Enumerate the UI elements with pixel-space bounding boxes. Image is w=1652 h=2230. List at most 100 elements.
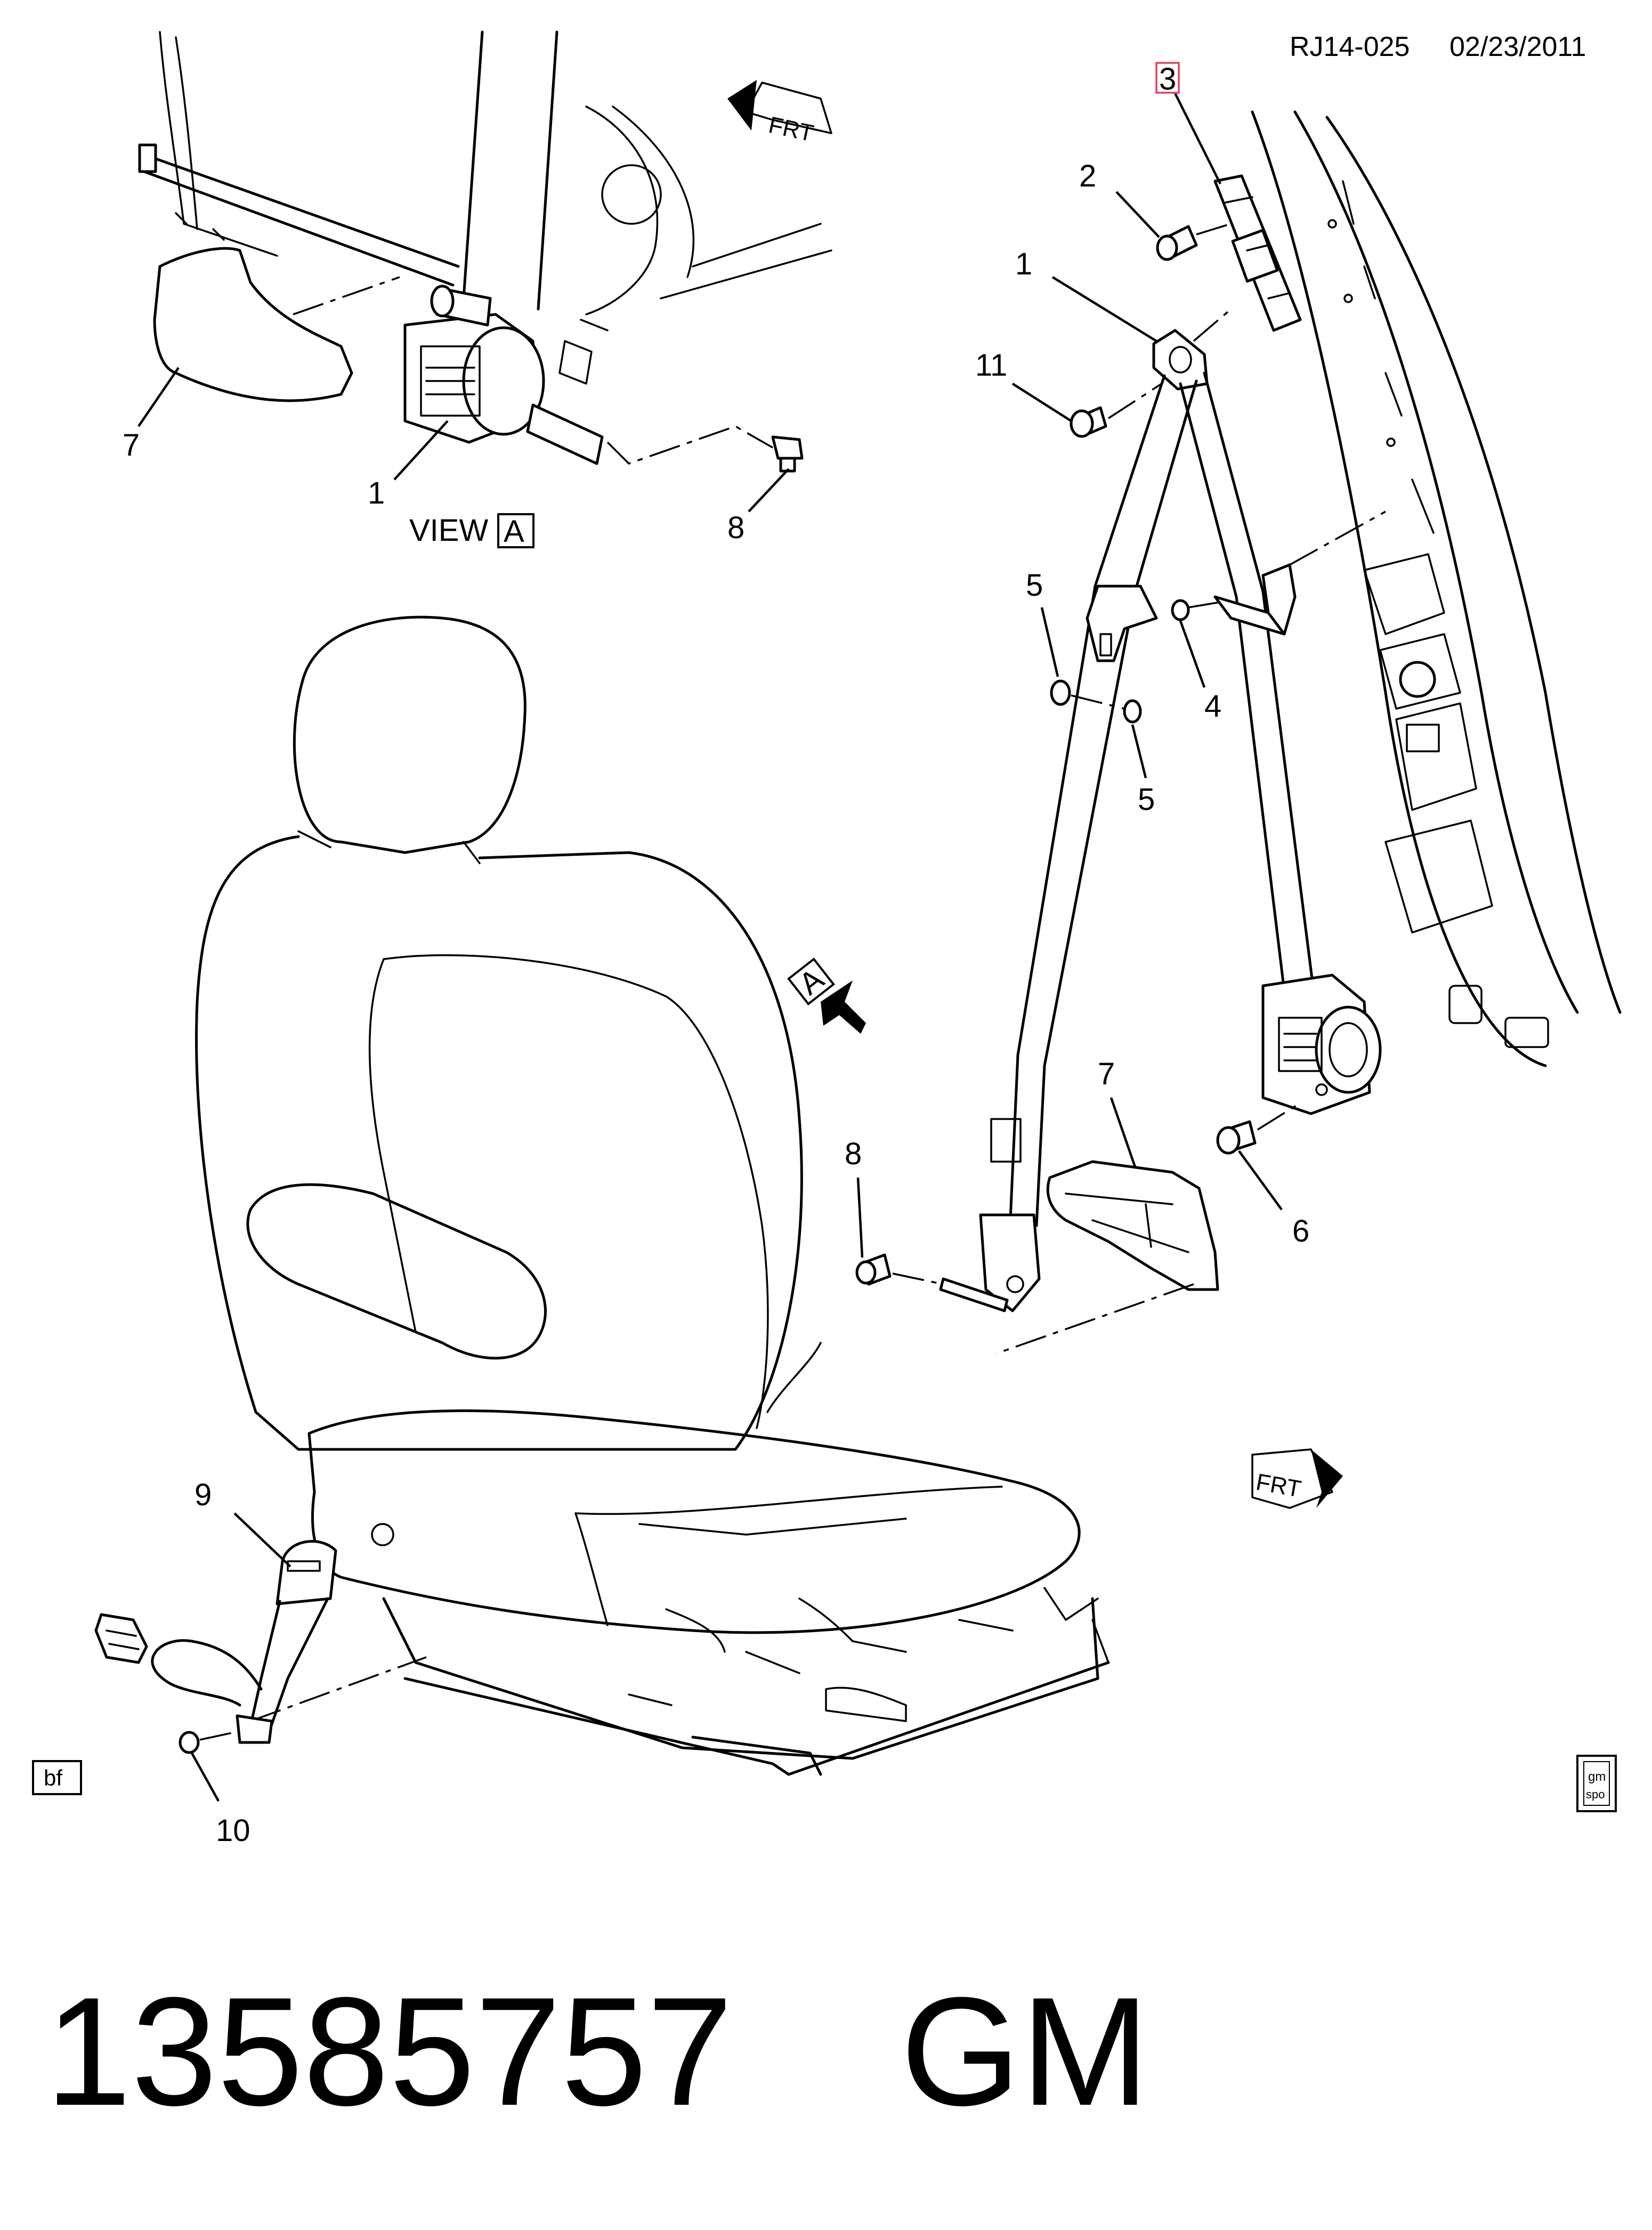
buckle-dash: [250, 1656, 427, 1722]
pillar-cutout-1: [1363, 553, 1445, 635]
inset-trim-cover: [153, 247, 353, 402]
buckle-head: [276, 1540, 337, 1605]
diagram-ref: RJ14-025: [1290, 31, 1410, 62]
height-adjuster: [1213, 174, 1302, 332]
bolt-8-lower: [855, 1253, 892, 1286]
leader-4: [1179, 620, 1206, 688]
callout-1: 1: [1015, 247, 1032, 281]
seat-back-edge: [159, 31, 278, 257]
view-a-inset: FRT 7 1 8 VIEW A: [123, 30, 832, 549]
callout-10: 10: [216, 1813, 250, 1848]
callout-7-lower: 7: [1098, 1057, 1115, 1091]
cushion-seam: [574, 1486, 1003, 1626]
leader-9: [233, 1512, 291, 1568]
guide-4: [1171, 563, 1297, 636]
rail-tabs: [175, 212, 225, 241]
callout-5b: 5: [1138, 782, 1155, 817]
leader-11: [1011, 383, 1072, 422]
leader-6: [1238, 1150, 1283, 1211]
leader-inset-1: [393, 420, 449, 481]
inset-belt-webbing: [462, 30, 558, 311]
callout-3: 3: [1159, 62, 1176, 96]
pillar-inner-edge: [1251, 110, 1547, 1067]
retractor-shaft-end: [430, 285, 455, 318]
track-details: [628, 1619, 1014, 1706]
bolt-6: [1216, 1120, 1257, 1155]
bolt-10: [179, 1731, 200, 1754]
brand-name: GM: [901, 1965, 1149, 2138]
pillar-mid-edge: [1293, 110, 1579, 1014]
inset-dash-trim: [293, 276, 400, 315]
inset-dash-bolt: [606, 425, 773, 465]
pillar-slot-2: [1504, 1017, 1549, 1048]
callout-3-highlight: [1155, 62, 1180, 94]
inset-trim-hole: [601, 164, 662, 225]
diagram-date: 02/23/2011: [1449, 31, 1586, 62]
lower-retractor: [1261, 974, 1382, 1115]
pillar-belt-assembly: 3 2 1 11 5 4 5 7 8 6: [845, 62, 1622, 1355]
headrest: [293, 615, 527, 854]
stop-button-5b: [1123, 699, 1142, 724]
lap-belt-webbing: [1008, 374, 1198, 1232]
inset-pillar-trim: [585, 106, 695, 315]
pillar-cutout-4: [1384, 820, 1493, 934]
seat-track-front: [403, 1661, 1110, 1776]
buckle-anchor: [236, 1714, 273, 1744]
leader-inset-8: [748, 468, 790, 513]
seat-back: [195, 835, 803, 1451]
corner-box: [32, 1760, 82, 1795]
pillar-stamp-marks: [1342, 180, 1435, 534]
retractor-mount-bracket: [526, 403, 604, 465]
leader-1: [1051, 276, 1157, 342]
view-a-label: VIEW: [409, 513, 488, 548]
frt-label-lower: FRT: [1254, 1469, 1303, 1503]
pillar-slot-1: [1448, 985, 1483, 1024]
callout-6: 6: [1292, 1214, 1309, 1248]
seat-frame: [382, 1597, 1099, 1760]
adjuster-slider: [1231, 229, 1279, 283]
frt-arrow-top: FRT: [727, 80, 832, 147]
stop-button-5a: [1050, 679, 1071, 706]
inset-bolt: [771, 435, 804, 473]
view-a-box: [497, 513, 535, 548]
gm-spo-logo: gm spo: [1576, 1755, 1617, 1812]
inset-floor-line: [660, 223, 832, 299]
rail-end-cap: [138, 143, 157, 173]
leader-5a: [1040, 607, 1059, 677]
lap-anchor-plate: [939, 1118, 1041, 1312]
leader-5b: [1131, 724, 1147, 779]
seat-back-panel-upper: [383, 954, 769, 1429]
leader-8-lower: [856, 1177, 864, 1258]
retractor-spring-lines: [425, 367, 475, 395]
callout-2: 2: [1079, 159, 1096, 193]
inset-anchor-clip: [558, 319, 609, 385]
corner-box-label: bf: [44, 1765, 62, 1790]
pillar-cutout-2: [1379, 633, 1461, 710]
leader-7-lower: [1110, 1097, 1137, 1167]
leader-10: [191, 1752, 220, 1802]
buckle-wire: [151, 1639, 263, 1707]
pillar-cutout-3: [1395, 702, 1477, 811]
inset-retractor: [403, 285, 604, 465]
shoulder-belt-webbing: [1179, 371, 1315, 993]
recliner-knob: [371, 1523, 394, 1546]
svg-text:gm: gm: [1588, 1770, 1606, 1784]
frt-arrow-lower: FRT: [1251, 1448, 1343, 1509]
svg-text:spo: spo: [1586, 1788, 1605, 1801]
buckle-strap: [249, 1597, 329, 1733]
callout-inset-8: 8: [727, 510, 744, 545]
pillar-outer-edge: [1325, 116, 1622, 1014]
bolt-11: [1070, 406, 1107, 438]
seat-back-panel-side: [368, 958, 417, 1333]
leader-3: [1173, 92, 1222, 185]
view-a-direction-arrow: A: [787, 958, 866, 1034]
callout-11: 11: [975, 348, 1007, 383]
callout-9: 9: [195, 1478, 212, 1512]
seat-assembly: [195, 615, 1110, 1776]
leader-2: [1115, 191, 1160, 238]
frt-label-top: FRT: [766, 112, 816, 147]
seat-cushion: [307, 1409, 1081, 1634]
retractor-spool-window: [420, 345, 481, 417]
